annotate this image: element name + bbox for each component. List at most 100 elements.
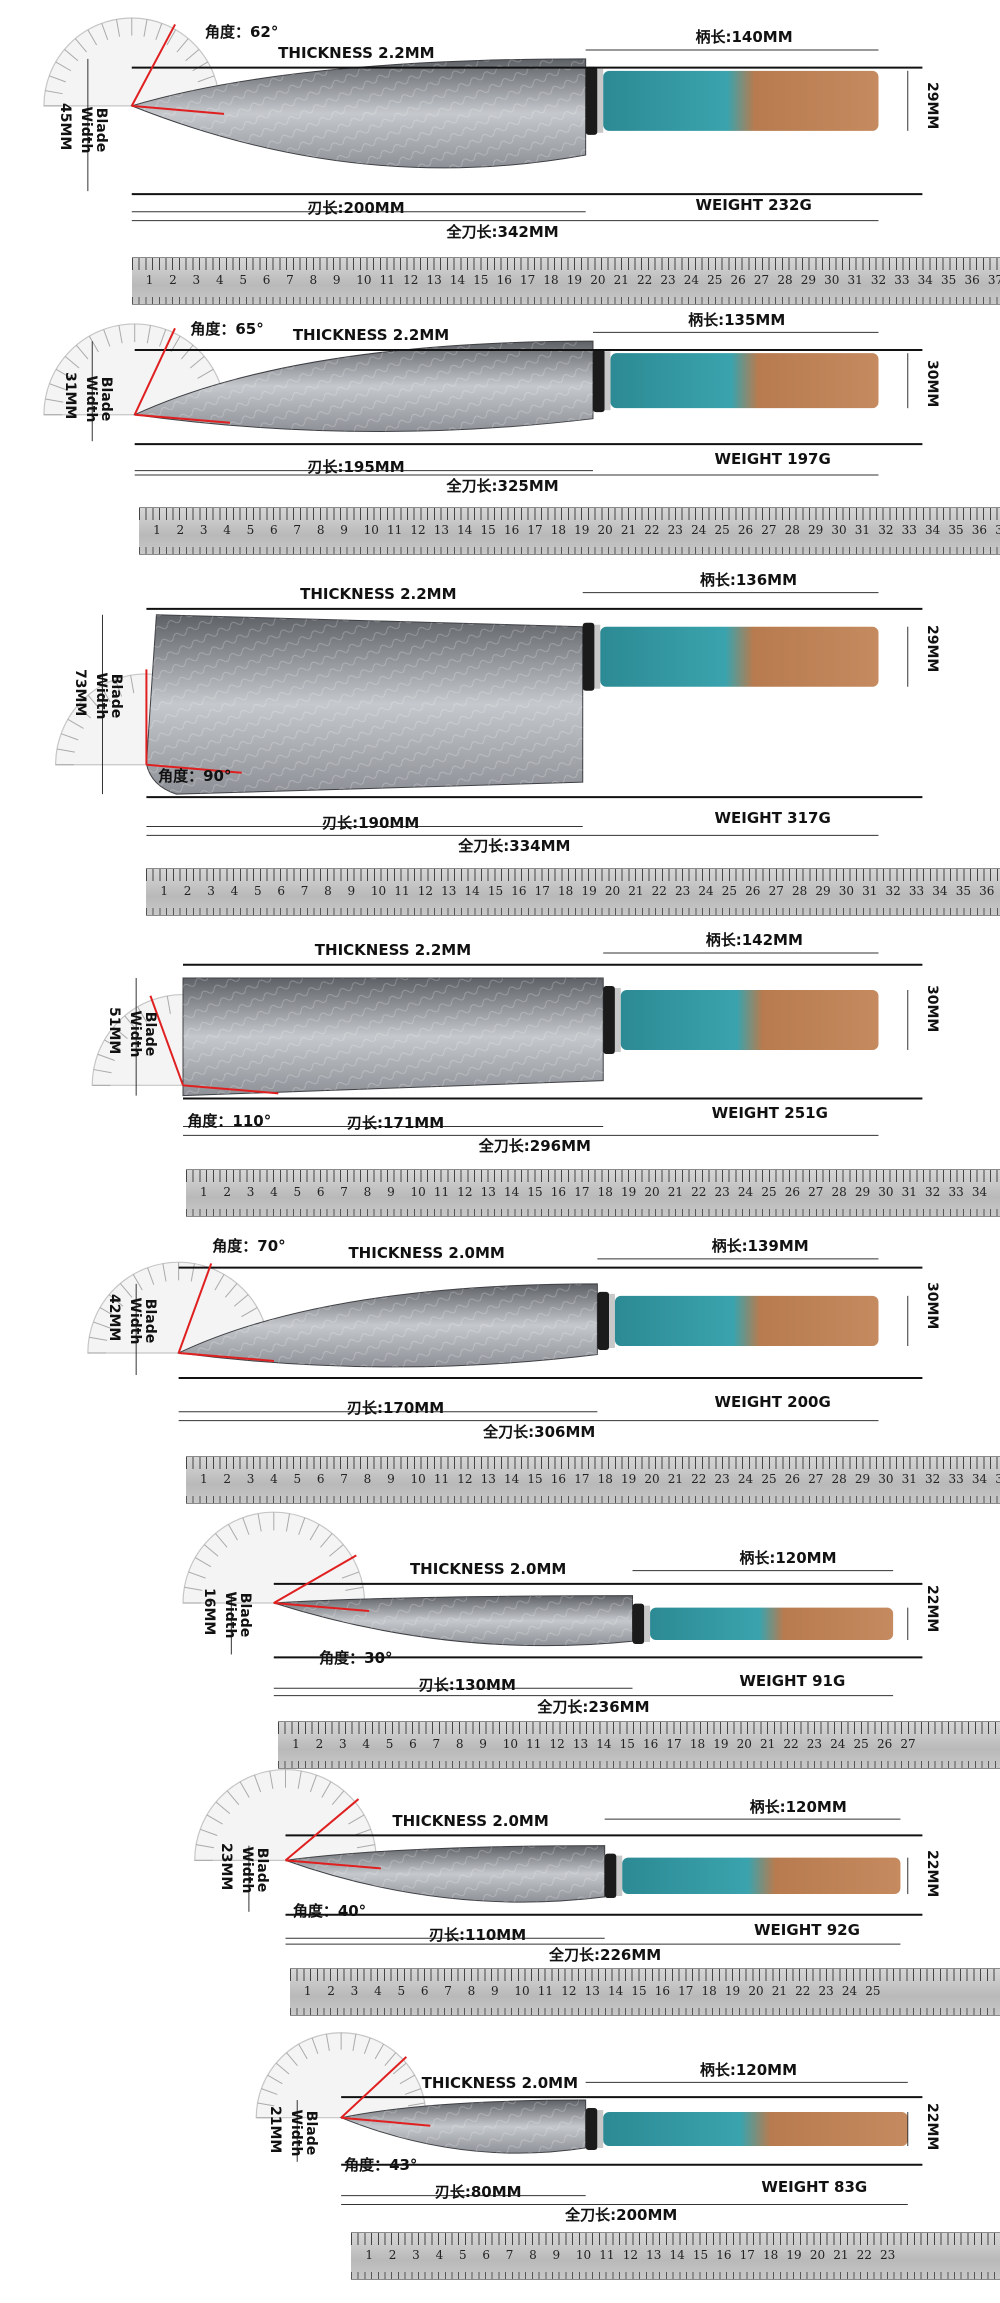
ruler-number: 27 (753, 273, 770, 288)
protractor-tick (55, 61, 72, 72)
protractor-tick (320, 1533, 333, 1548)
ruler-number: 8 (316, 523, 325, 538)
protractor-tick (176, 38, 189, 53)
protractor-tick (60, 733, 79, 741)
protractor-tick (399, 2074, 415, 2085)
protractor-tick (130, 675, 135, 694)
protractor-tick (286, 2052, 298, 2066)
ruler-number: 7 (293, 523, 302, 538)
ruler-number: 12 (457, 1185, 473, 1200)
handle-length-label: 柄长:120MM (739, 1549, 837, 1568)
blade-width-caption: Blade Width (82, 375, 114, 423)
blade-damascus-pattern (183, 977, 604, 1096)
ruler-number: 25 (761, 1185, 777, 1200)
weight-label: WEIGHT 317G (714, 808, 831, 827)
ruler-number: 16 (654, 1983, 671, 1998)
protractor-tick (309, 1774, 318, 1793)
handle-height-label: 30MM (923, 1282, 940, 1330)
ruler-number: 6 (409, 1736, 417, 1751)
ruler-number: 33 (894, 273, 910, 288)
ruler-ticks-bottom (146, 907, 1000, 915)
ruler-number: 1 (160, 883, 169, 898)
angle-line-lower (273, 1601, 370, 1612)
angle-line-upper (340, 2056, 408, 2119)
ruler-number: 24 (737, 1185, 754, 1200)
angle-line-lower (146, 763, 242, 774)
protractor-tick (341, 1571, 360, 1579)
ruler-number: 4 (270, 1471, 278, 1486)
ruler-number: 28 (784, 523, 800, 538)
angle-line-upper (284, 1798, 360, 1862)
blade-length-label: 刃长:195MM (307, 457, 405, 476)
blade-damascus-pattern (285, 1845, 605, 1903)
weight-label: WEIGHT 197G (714, 450, 831, 468)
ruler-number: 11 (386, 523, 403, 538)
ruler-number: 14 (669, 2248, 685, 2263)
ruler-number: 23 (660, 273, 676, 288)
protractor-tick (309, 1524, 320, 1541)
ruler-number: 3 (192, 273, 201, 288)
blade-width-value: 31MM (61, 372, 78, 420)
ruler-number: 2 (223, 1185, 231, 1200)
ruler-number: 2 (315, 1736, 324, 1751)
protractor-tick (194, 1557, 212, 1568)
ruler-number: 16 (550, 1471, 567, 1486)
protractor-tick (67, 718, 84, 729)
protractor-tick (285, 1513, 291, 1532)
protractor (182, 1511, 366, 1604)
ruler-number: 34 (932, 883, 948, 898)
ruler-number: 28 (831, 1471, 847, 1486)
ruler-number: 15 (487, 883, 504, 898)
ruler-number: 26 (784, 1185, 800, 1200)
ruler-number: 1 (153, 523, 161, 538)
protractor-tick (45, 398, 64, 403)
protractor-tick (147, 1267, 155, 1285)
blade-width-caption: Blade Width (92, 672, 124, 720)
ruler-number: 25 (761, 1471, 777, 1486)
protractor-tick (89, 1336, 108, 1341)
ruler-number: 3 (246, 1185, 255, 1200)
protractor-tick (297, 1770, 302, 1789)
protractor-tick (64, 355, 80, 369)
ruler-number: 33 (908, 883, 925, 898)
bolster-ring (609, 1293, 615, 1349)
ruler-number: 26 (876, 1736, 893, 1751)
handle-height-label: 22MM (923, 1850, 940, 1898)
thickness-label: THICKNESS 2.0MM (421, 2073, 579, 2092)
handle-length-label: 柄长:120MM (749, 1797, 847, 1816)
ruler-number: 21 (667, 1471, 684, 1486)
ruler-number: 9 (387, 1471, 395, 1486)
blade-width-value: 42MM (105, 1294, 122, 1342)
ruler-number: 19 (724, 1983, 741, 1998)
protractor-tick (267, 2074, 283, 2085)
ruler-number: 31 (847, 273, 863, 288)
protractor-tick (226, 1790, 240, 1806)
ruler-number: 17 (666, 1736, 682, 1751)
handle (614, 1295, 879, 1347)
weight-label: WEIGHT 91G (739, 1672, 846, 1691)
ruler-number: 19 (574, 523, 590, 538)
ruler-number: 33 (948, 1471, 964, 1486)
protractor-tick (348, 1814, 365, 1825)
handle (603, 2112, 908, 2147)
total-length-label: 全刀长:334MM (458, 837, 571, 856)
bolster (582, 622, 595, 691)
thickness-label: THICKNESS 2.0MM (409, 1560, 567, 1579)
ruler-number: 20 (597, 523, 613, 538)
protractor (194, 1768, 377, 1861)
ruler-number: 15 (527, 1471, 543, 1486)
ruler-number: 34 (971, 1185, 988, 1200)
ruler-number: 34 (917, 273, 933, 288)
handle-height-label: 30MM (923, 360, 940, 408)
ruler-ticks (146, 868, 1000, 881)
ruler-number: 7 (432, 1736, 441, 1751)
angle-line-lower (182, 1084, 279, 1095)
ruler-number: 31 (901, 1471, 917, 1486)
ruler-number: 9 (491, 1983, 499, 1998)
protractor-tick (162, 1263, 167, 1282)
protractor-tick (241, 1307, 258, 1318)
blade-width-caption: Blade Width (221, 1591, 253, 1639)
